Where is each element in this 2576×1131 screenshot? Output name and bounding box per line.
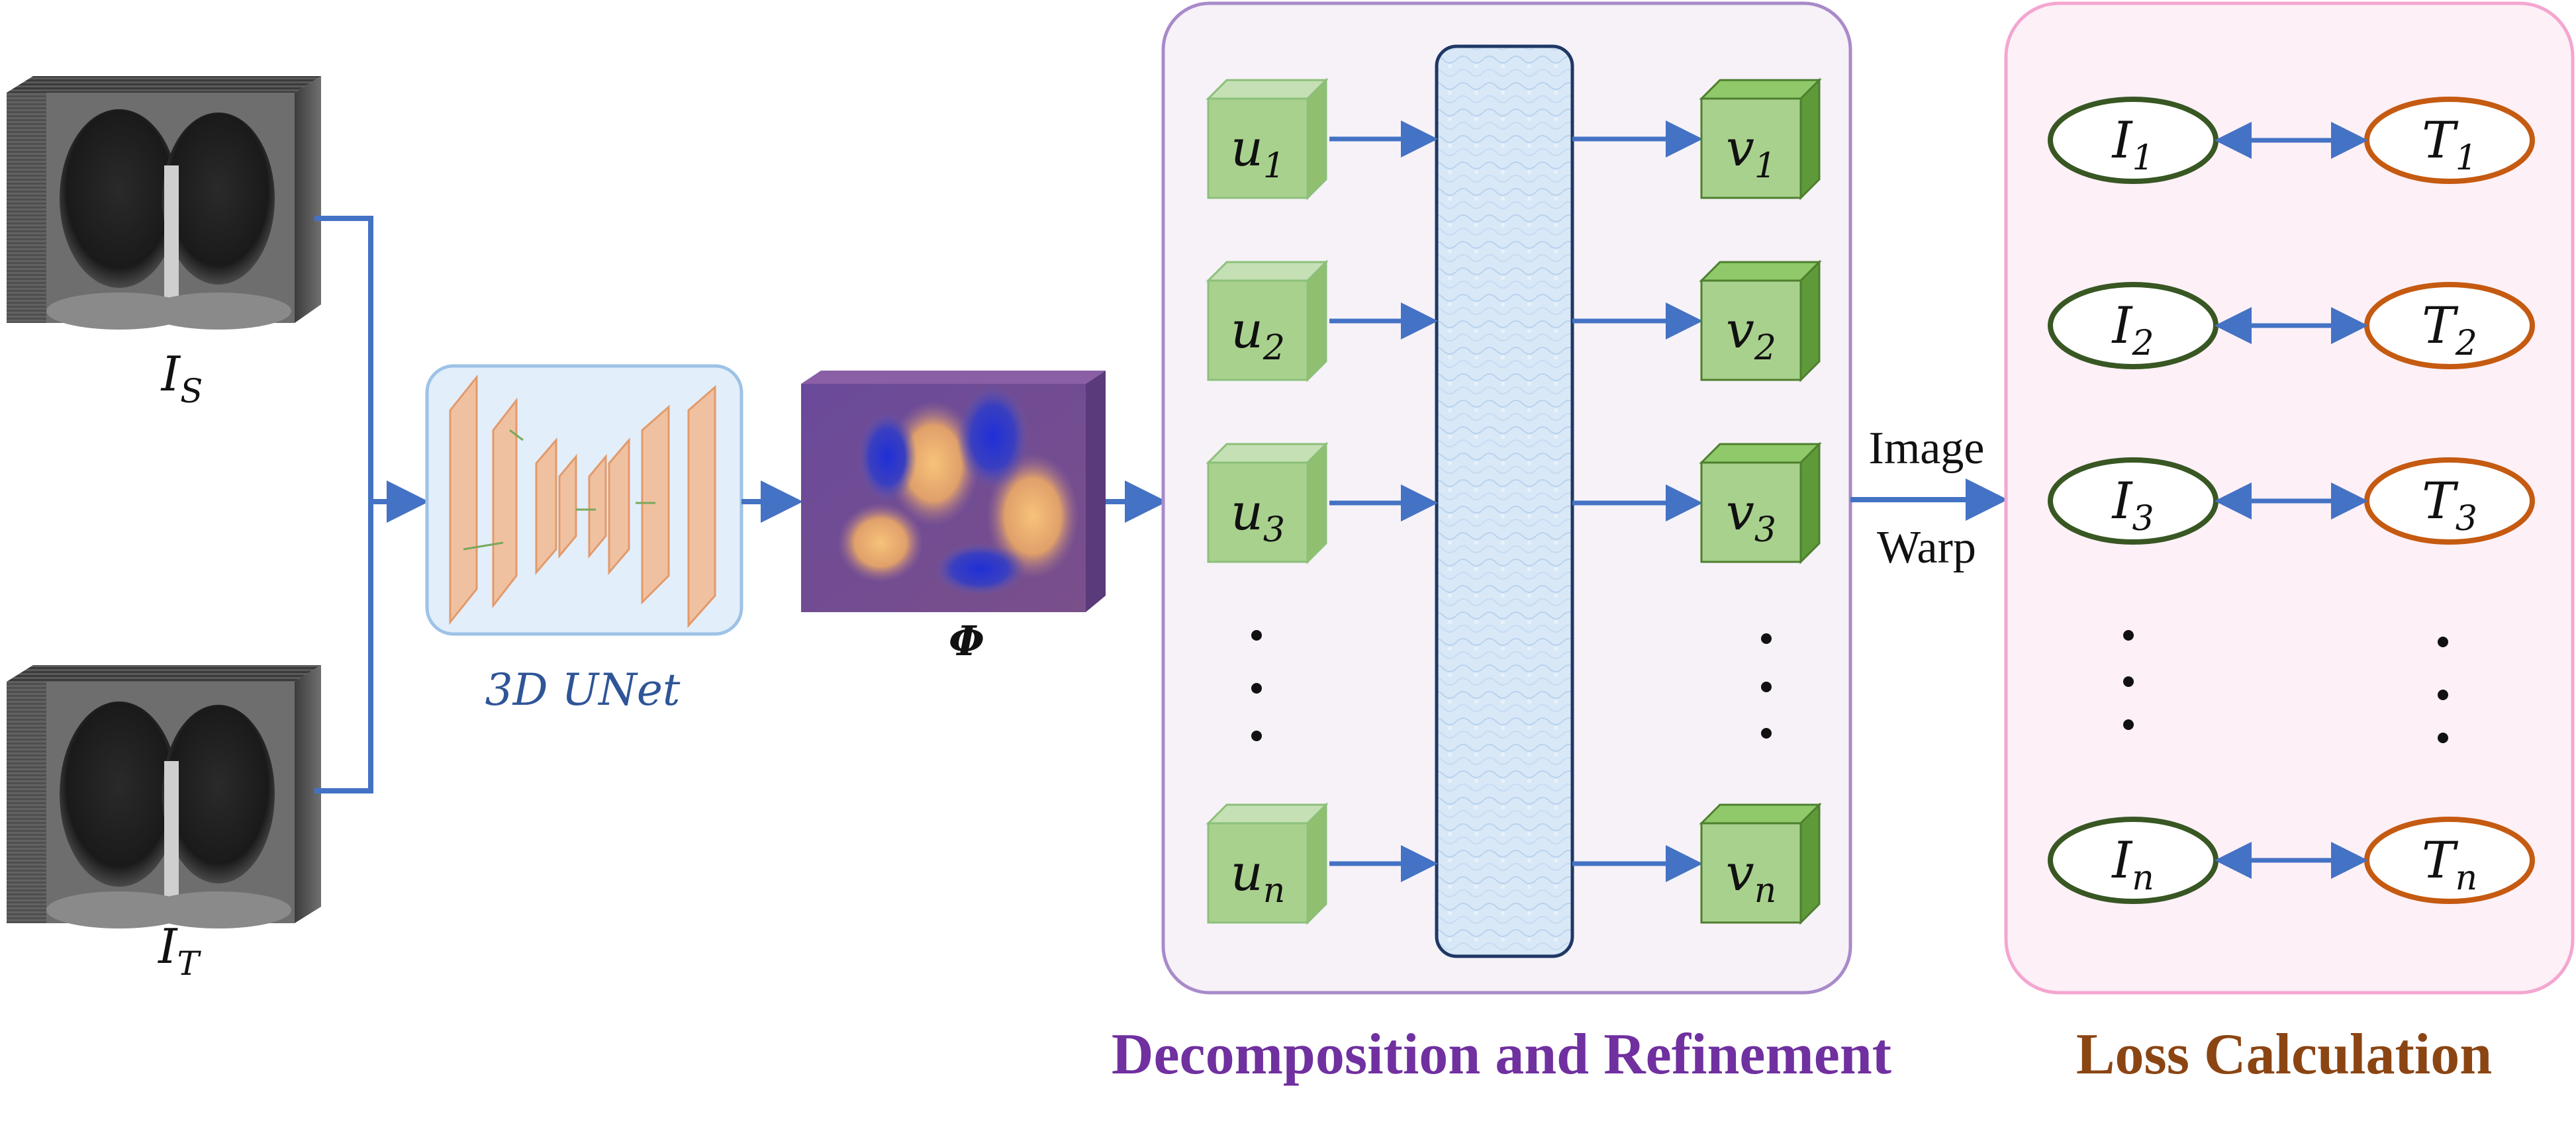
u-cube-label: u1 xyxy=(1231,118,1285,186)
v-cube-2: v2 xyxy=(1699,259,1822,383)
target-label-base: T xyxy=(2422,111,2459,169)
target-label: T3 xyxy=(2422,471,2477,539)
unet-layers xyxy=(449,374,716,628)
target-label-sub: 3 xyxy=(2456,499,2477,539)
target-label: Tn xyxy=(2422,831,2477,898)
v-cube-label: v3 xyxy=(1726,482,1776,550)
v-cube-label: v2 xyxy=(1726,300,1776,368)
v-cube-4: vn xyxy=(1699,802,1822,925)
target-ct-volume xyxy=(7,665,321,928)
warped-image-label-base: I xyxy=(2111,471,2133,530)
v-cube-label: vn xyxy=(1726,843,1776,911)
field-label: Φ xyxy=(949,617,984,665)
u-cube-label: u2 xyxy=(1231,300,1285,368)
source-ct-volume xyxy=(7,76,321,330)
warped-image-label-sub: n xyxy=(2132,858,2154,898)
loss-right-ellipsis xyxy=(2438,637,2448,743)
warped-image-label-sub: 3 xyxy=(2132,499,2154,539)
target-label-base: T xyxy=(2422,296,2459,355)
deformation-field-volume xyxy=(801,371,1106,612)
target-label: T1 xyxy=(2422,111,2477,178)
u-cube-label-base: u xyxy=(1231,843,1263,902)
warped-image-label: I1 xyxy=(2111,111,2154,178)
warped-image-label: I3 xyxy=(2111,471,2154,539)
unet-label: 3D UNet xyxy=(485,664,681,715)
warped-image-label: In xyxy=(2111,831,2154,898)
u-cube-3: u3 xyxy=(1206,441,1329,565)
target-label-sub: 1 xyxy=(2456,138,2477,178)
v-cube-label-sub: 3 xyxy=(1754,510,1776,550)
u-cube-label-sub: 3 xyxy=(1263,510,1285,550)
unet-block xyxy=(425,364,743,636)
u-ellipsis xyxy=(1251,630,1262,741)
source-image-label-sub: S xyxy=(180,372,203,410)
u-cube-label-base: u xyxy=(1231,300,1263,359)
u-cube-label: un xyxy=(1231,843,1285,911)
warped-image-label-sub: 1 xyxy=(2132,138,2154,178)
refinement-module xyxy=(1435,44,1574,958)
v-cube-3: v3 xyxy=(1699,441,1822,565)
v-cube-label-base: v xyxy=(1726,843,1754,902)
target-label-base: T xyxy=(2422,831,2459,889)
warped-image-label-base: I xyxy=(2111,111,2133,169)
decomposition-title: Decomposition and Refinement xyxy=(1112,1022,1891,1087)
v-cube-label-sub: n xyxy=(1754,871,1777,911)
v-cube-label-base: v xyxy=(1726,118,1754,177)
u-cube-label: u3 xyxy=(1231,482,1285,550)
source-image-label: IS xyxy=(160,346,203,410)
source-image-label-base: I xyxy=(160,346,181,402)
target-image-label: IT xyxy=(157,919,201,983)
v-ellipsis xyxy=(1761,633,1772,739)
v-cube-1: v1 xyxy=(1699,77,1822,201)
u-cube-label-sub: 2 xyxy=(1263,328,1285,368)
v-cube-label: v1 xyxy=(1726,118,1776,186)
loss-left-ellipsis xyxy=(2123,630,2134,730)
u-cube-label-base: u xyxy=(1231,118,1263,177)
warped-image-label-sub: 2 xyxy=(2131,324,2154,363)
u-cube-label-sub: n xyxy=(1263,871,1286,911)
u-cube-2: u2 xyxy=(1206,259,1329,383)
u-cube-4: un xyxy=(1206,802,1329,925)
v-cube-label-sub: 2 xyxy=(1754,328,1776,368)
v-cube-label-base: v xyxy=(1726,482,1754,541)
warped-image-label: I2 xyxy=(2111,296,2154,363)
target-label-sub: n xyxy=(2456,858,2478,898)
target-label: T2 xyxy=(2422,296,2477,363)
v-cube-label-base: v xyxy=(1726,300,1754,359)
target-image-label-sub: T xyxy=(177,944,202,983)
u-cube-label-base: u xyxy=(1231,482,1263,541)
warped-image-label-base: I xyxy=(2111,296,2133,355)
warped-image-label-base: I xyxy=(2111,831,2133,889)
input-merge-connector xyxy=(314,216,373,793)
u-cube-1: u1 xyxy=(1206,77,1329,201)
warp-label-line1: Image xyxy=(1869,423,1985,474)
target-image-label-base: I xyxy=(157,919,178,974)
warp-label-line2: Warp xyxy=(1877,522,1976,573)
v-cube-label-sub: 1 xyxy=(1754,146,1776,186)
loss-title: Loss Calculation xyxy=(2076,1022,2492,1087)
target-label-sub: 2 xyxy=(2455,324,2477,363)
u-cube-label-sub: 1 xyxy=(1263,146,1285,186)
target-label-base: T xyxy=(2422,471,2459,530)
